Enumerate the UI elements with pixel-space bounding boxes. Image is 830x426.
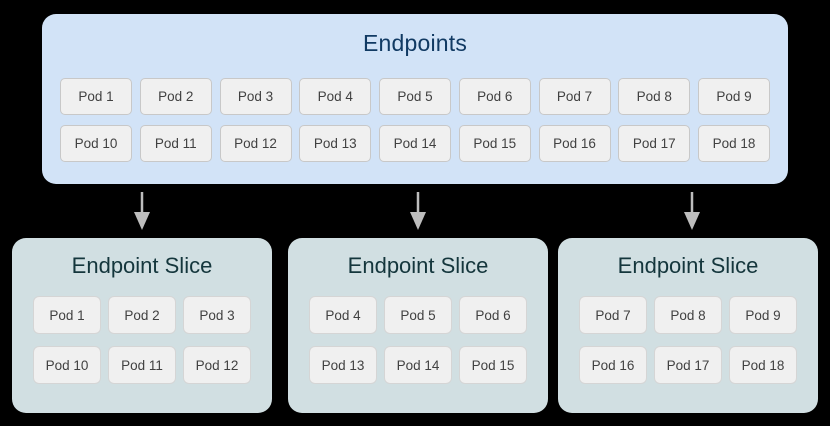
pod-box: Pod 11 — [108, 346, 176, 384]
endpoint-slice-pod-row-1: Pod 1 Pod 2 Pod 3 — [33, 296, 251, 334]
endpoint-slice-panel-1: Endpoint Slice Pod 1 Pod 2 Pod 3 Pod 10 … — [12, 238, 272, 413]
pod-box: Pod 7 — [538, 78, 611, 115]
pod-box: Pod 11 — [139, 125, 212, 162]
endpoints-pod-row-2: Pod 10 Pod 11 Pod 12 Pod 13 Pod 14 Pod 1… — [60, 125, 770, 162]
pod-box: Pod 2 — [108, 296, 176, 334]
endpoint-slice-pod-grid: Pod 7 Pod 8 Pod 9 Pod 16 Pod 17 Pod 18 — [579, 296, 797, 384]
endpoint-slice-panel-2: Endpoint Slice Pod 4 Pod 5 Pod 6 Pod 13 … — [288, 238, 548, 413]
pod-box: Pod 13 — [299, 125, 372, 162]
pod-box: Pod 13 — [309, 346, 377, 384]
pod-box: Pod 1 — [60, 78, 132, 115]
pod-box: Pod 15 — [459, 346, 527, 384]
pod-box: Pod 14 — [379, 125, 451, 162]
endpoint-slice-pod-row-1: Pod 7 Pod 8 Pod 9 — [579, 296, 797, 334]
pod-box: Pod 16 — [579, 346, 647, 384]
pod-box: Pod 9 — [729, 296, 797, 334]
endpoint-slice-pod-grid: Pod 4 Pod 5 Pod 6 Pod 13 Pod 14 Pod 15 — [309, 296, 527, 384]
pod-box: Pod 15 — [458, 125, 531, 162]
arrow-down-icon — [684, 192, 700, 230]
pod-box: Pod 10 — [60, 125, 132, 162]
pod-box: Pod 14 — [384, 346, 452, 384]
pod-box: Pod 4 — [299, 78, 372, 115]
pod-box: Pod 8 — [654, 296, 722, 334]
endpoint-slice-pod-grid: Pod 1 Pod 2 Pod 3 Pod 10 Pod 11 Pod 12 — [33, 296, 251, 384]
endpoints-panel: Endpoints Pod 1 Pod 2 Pod 3 Pod 4 Pod 5 … — [42, 14, 788, 184]
pod-box: Pod 18 — [698, 125, 770, 162]
endpoints-pod-grid: Pod 1 Pod 2 Pod 3 Pod 4 Pod 5 Pod 6 Pod … — [60, 78, 770, 162]
pod-box: Pod 8 — [618, 78, 691, 115]
endpoint-slice-pod-row-2: Pod 13 Pod 14 Pod 15 — [309, 346, 527, 384]
pod-box: Pod 10 — [33, 346, 101, 384]
endpoint-slice-panel-3: Endpoint Slice Pod 7 Pod 8 Pod 9 Pod 16 … — [558, 238, 818, 413]
pod-box: Pod 6 — [459, 296, 527, 334]
endpoint-slice-pod-row-2: Pod 10 Pod 11 Pod 12 — [33, 346, 251, 384]
pod-box: Pod 12 — [183, 346, 251, 384]
endpoint-slice-title: Endpoint Slice — [347, 253, 489, 278]
endpoint-slice-title: Endpoint Slice — [617, 253, 759, 278]
endpoint-slice-pod-row-1: Pod 4 Pod 5 Pod 6 — [309, 296, 527, 334]
pod-box: Pod 12 — [219, 125, 292, 162]
pod-box: Pod 17 — [654, 346, 722, 384]
pod-box: Pod 17 — [618, 125, 691, 162]
pod-box: Pod 16 — [538, 125, 611, 162]
pod-box: Pod 1 — [33, 296, 101, 334]
endpoint-slice-pod-row-2: Pod 16 Pod 17 Pod 18 — [579, 346, 797, 384]
arrow-down-icon — [410, 192, 426, 230]
pod-box: Pod 3 — [219, 78, 292, 115]
pod-box: Pod 7 — [579, 296, 647, 334]
pod-box: Pod 6 — [458, 78, 531, 115]
arrow-down-icon — [134, 192, 150, 230]
pod-box: Pod 18 — [729, 346, 797, 384]
endpoints-title: Endpoints — [362, 30, 468, 56]
endpoint-slice-title: Endpoint Slice — [71, 253, 213, 278]
pod-box: Pod 5 — [379, 78, 451, 115]
endpoints-pod-row-1: Pod 1 Pod 2 Pod 3 Pod 4 Pod 5 Pod 6 Pod … — [60, 78, 770, 115]
pod-box: Pod 5 — [384, 296, 452, 334]
pod-box: Pod 9 — [698, 78, 770, 115]
pod-box: Pod 3 — [183, 296, 251, 334]
pod-box: Pod 2 — [139, 78, 212, 115]
pod-box: Pod 4 — [309, 296, 377, 334]
